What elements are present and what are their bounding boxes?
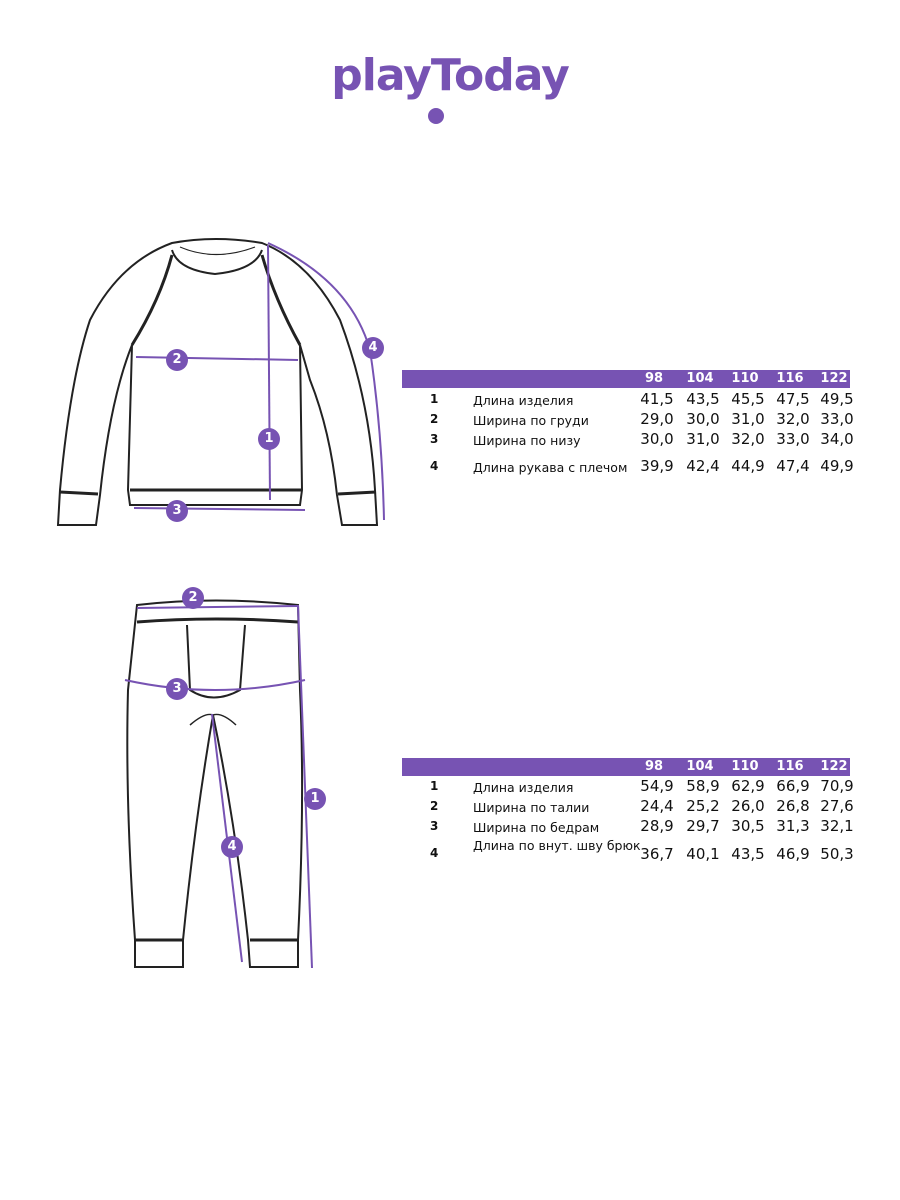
- pants-drawing: [126, 599, 304, 968]
- row-value: 46,9: [776, 845, 810, 863]
- size-header: 122: [820, 759, 848, 774]
- row-value: 30,0: [686, 410, 720, 428]
- row-value: 32,0: [776, 410, 810, 428]
- row-value: 29,7: [686, 817, 720, 835]
- sweater-callout-1: 1: [258, 428, 280, 450]
- size-header: 116: [776, 759, 804, 774]
- size-header: 110: [731, 759, 759, 774]
- size-header: 98: [644, 759, 664, 774]
- row-value: 43,5: [731, 845, 765, 863]
- size-header: 104: [686, 759, 714, 774]
- row-number: 2: [430, 799, 439, 813]
- table-row: 2 Ширина по талии 24,4 25,2 26,0 26,8 27,6: [402, 797, 854, 817]
- row-number: 3: [430, 819, 439, 833]
- row-value: 70,9: [820, 777, 854, 795]
- row-value: 30,0: [640, 430, 674, 448]
- row-value: 33,0: [776, 430, 810, 448]
- row-label: Ширина по груди: [473, 413, 589, 428]
- brand-logo: playToday: [330, 50, 570, 125]
- logo-dot: [428, 108, 444, 124]
- size-header: 116: [776, 371, 804, 386]
- pants-callout-4: 4: [221, 836, 243, 858]
- row-number: 4: [430, 459, 439, 473]
- row-value: 54,9: [640, 777, 674, 795]
- sweater-measure-lines: [133, 242, 385, 521]
- table-row: 1 Длина изделия 41,5 43,5 45,5 47,5 49,5: [402, 390, 854, 410]
- row-value: 45,5: [731, 390, 765, 408]
- pants-measure-lines: [124, 604, 313, 969]
- row-value: 24,4: [640, 797, 674, 815]
- row-value: 25,2: [686, 797, 720, 815]
- table-row: 4 Длина рукава с плечом 39,9 42,4 44,9 47,4 49…: [402, 457, 854, 477]
- pants-callout-3: 3: [166, 678, 188, 700]
- row-label: Длина рукава с плечом: [473, 460, 628, 475]
- sweater-callout-4: 4: [362, 337, 384, 359]
- row-value: 44,9: [731, 457, 765, 475]
- row-value: 39,9: [640, 457, 674, 475]
- row-value: 28,9: [640, 817, 674, 835]
- row-label: Длина по внут. шву брюк: [473, 838, 641, 853]
- row-value: 43,5: [686, 390, 720, 408]
- row-value: 42,4: [686, 457, 720, 475]
- row-label: Ширина по бедрам: [473, 820, 600, 835]
- row-number: 4: [430, 846, 439, 860]
- sweater-size-table: 98 104 110 116 122 1 Длина изделия 41,5 43,…: [402, 370, 854, 475]
- row-value: 36,7: [640, 845, 674, 863]
- row-value: 32,0: [731, 430, 765, 448]
- pants-size-table: 98 104 110 116 122 1 Длина изделия 54,9 58,…: [402, 758, 854, 863]
- size-header: 122: [820, 371, 848, 386]
- row-value: 33,0: [820, 410, 854, 428]
- pants-callout-1: 1: [304, 788, 326, 810]
- row-value: 49,5: [820, 390, 854, 408]
- row-value: 50,3: [820, 845, 854, 863]
- row-value: 41,5: [640, 390, 674, 408]
- table-header: 98 104 110 116 122: [402, 370, 850, 388]
- table-row: 1 Длина изделия 54,9 58,9 62,9 66,9 70,9: [402, 777, 854, 797]
- row-value: 27,6: [820, 797, 854, 815]
- size-header: 104: [686, 371, 714, 386]
- sweater-callout-2: 2: [166, 349, 188, 371]
- row-value: 29,0: [640, 410, 674, 428]
- row-number: 2: [430, 412, 439, 426]
- row-value: 47,5: [776, 390, 810, 408]
- row-value: 40,1: [686, 845, 720, 863]
- pants-callout-2: 2: [182, 587, 204, 609]
- row-value: 34,0: [820, 430, 854, 448]
- row-number: 3: [430, 432, 439, 446]
- row-value: 49,9: [820, 457, 854, 475]
- row-label: Длина изделия: [473, 780, 574, 795]
- table-row: 2 Ширина по груди 29,0 30,0 31,0 32,0 33,0: [402, 410, 854, 430]
- row-label: Ширина по низу: [473, 433, 581, 448]
- row-value: 31,0: [686, 430, 720, 448]
- row-value: 31,3: [776, 817, 810, 835]
- row-value: 30,5: [731, 817, 765, 835]
- sweater-callout-3: 3: [166, 500, 188, 522]
- row-value: 47,4: [776, 457, 810, 475]
- size-header: 98: [644, 371, 664, 386]
- row-value: 58,9: [686, 777, 720, 795]
- row-value: 32,1: [820, 817, 854, 835]
- row-value: 26,0: [731, 797, 765, 815]
- logo-text: playToday: [331, 50, 570, 101]
- row-number: 1: [430, 779, 439, 793]
- table-row: 3 Ширина по бедрам 28,9 29,7 30,5 31,3 32,1: [402, 817, 854, 837]
- row-value: 31,0: [731, 410, 765, 428]
- row-value: 26,8: [776, 797, 810, 815]
- row-label: Ширина по талии: [473, 800, 590, 815]
- table-row: 3 Ширина по низу 30,0 31,0 32,0 33,0 34,0: [402, 430, 854, 450]
- sweater-drawing: [56, 238, 379, 526]
- size-header: 110: [731, 371, 759, 386]
- table-header: 98 104 110 116 122: [402, 758, 850, 776]
- row-number: 1: [430, 392, 439, 406]
- row-value: 62,9: [731, 777, 765, 795]
- row-label: Длина изделия: [473, 393, 574, 408]
- row-value: 66,9: [776, 777, 810, 795]
